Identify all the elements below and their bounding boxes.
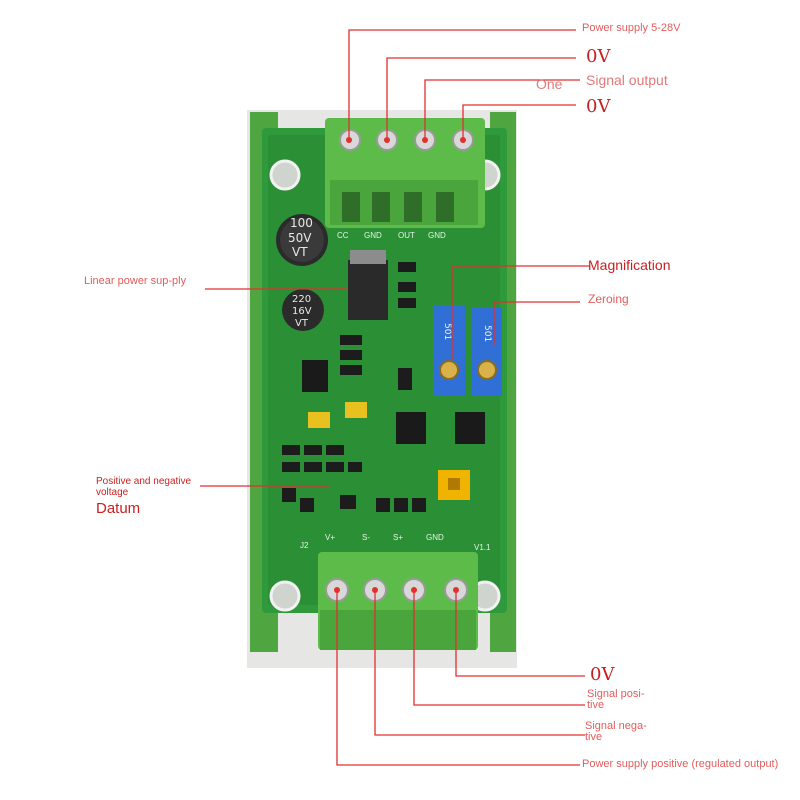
label-0v-bottom: 0V [590,664,615,685]
mount-hole [269,580,301,612]
silk-out: OUT [398,231,415,240]
label-signal-negative: Signal nega-tive [585,720,647,743]
potentiometer-zeroing: 501 [472,308,502,396]
line-signal-positive [413,590,585,706]
svg-text:V1.1: V1.1 [474,543,491,552]
smd-components [282,262,426,512]
top-terminal-slots [342,192,454,222]
line-0v-top2 [462,104,576,140]
line-magnification [451,265,590,360]
svg-text:100: 100 [290,216,313,230]
svg-text:J2: J2 [300,541,309,550]
regulator-chip [348,260,388,320]
svg-text:50V: 50V [288,231,312,245]
label-one: One [536,76,563,92]
tantalum-cap [308,412,330,428]
tantalum-cap [345,402,367,418]
label-linear-power-supply: Linear power sup-ply [84,275,187,287]
label-magnification: Magnification [588,257,671,273]
top-terminal-labels: CC GND OUT GND [337,231,446,240]
svg-text:VT: VT [295,318,309,329]
line-zeroing [493,301,580,345]
opamp-u2 [396,412,426,444]
svg-text:501: 501 [442,323,452,340]
silk-gnd: GND [428,231,446,240]
svg-text:V+: V+ [325,533,335,542]
line-0v-bottom [455,590,585,677]
bottom-terminal-base [320,610,476,650]
line-signal-output [424,79,580,140]
label-signal-positive: Signal posi-tive [587,688,645,711]
line-0v-top1 [386,57,576,140]
svg-text:GND: GND [426,533,444,542]
line-power-positive [336,590,580,766]
potentiometer-magnification: 501 [433,305,465,395]
svg-text:VT: VT [292,245,308,259]
line-signal-negative [374,590,585,736]
label-power-supply-positive: Power supply positive (regulated output) [582,758,779,770]
annotation-lines [200,29,590,766]
line-power-supply [348,29,576,140]
svg-text:16V: 16V [292,306,312,317]
opamp-u4 [455,412,485,444]
label-zeroing: Zeroing [588,292,629,306]
label-datum: Datum [96,500,141,517]
regulator-tab [350,250,386,264]
silk-cc: CC [337,231,349,240]
svg-text:S-: S- [362,533,370,542]
label-signal-output: Signal output [586,72,668,88]
bottom-terminal-labels: J2 V+ S- S+ GND V1.1 [300,533,491,552]
label-0v-top2: 0V [586,96,611,117]
capacitor-small: 220 16V VT [282,289,324,331]
annotation-dots [334,137,466,593]
svg-text:501: 501 [482,325,492,342]
label-0v-top1: 0V [586,46,611,67]
label-power-supply: Power supply 5-28V [582,22,681,34]
label-pos-neg-voltage: Positive and negative voltage [96,476,192,498]
mount-hole [269,159,301,191]
opamp-u3 [302,360,328,392]
yellow-trimmer-slot [448,478,460,490]
svg-text:S+: S+ [393,533,403,542]
capacitor-large: 100 50V VT [276,214,328,266]
svg-text:220: 220 [292,294,311,305]
silk-gnd: GND [364,231,382,240]
